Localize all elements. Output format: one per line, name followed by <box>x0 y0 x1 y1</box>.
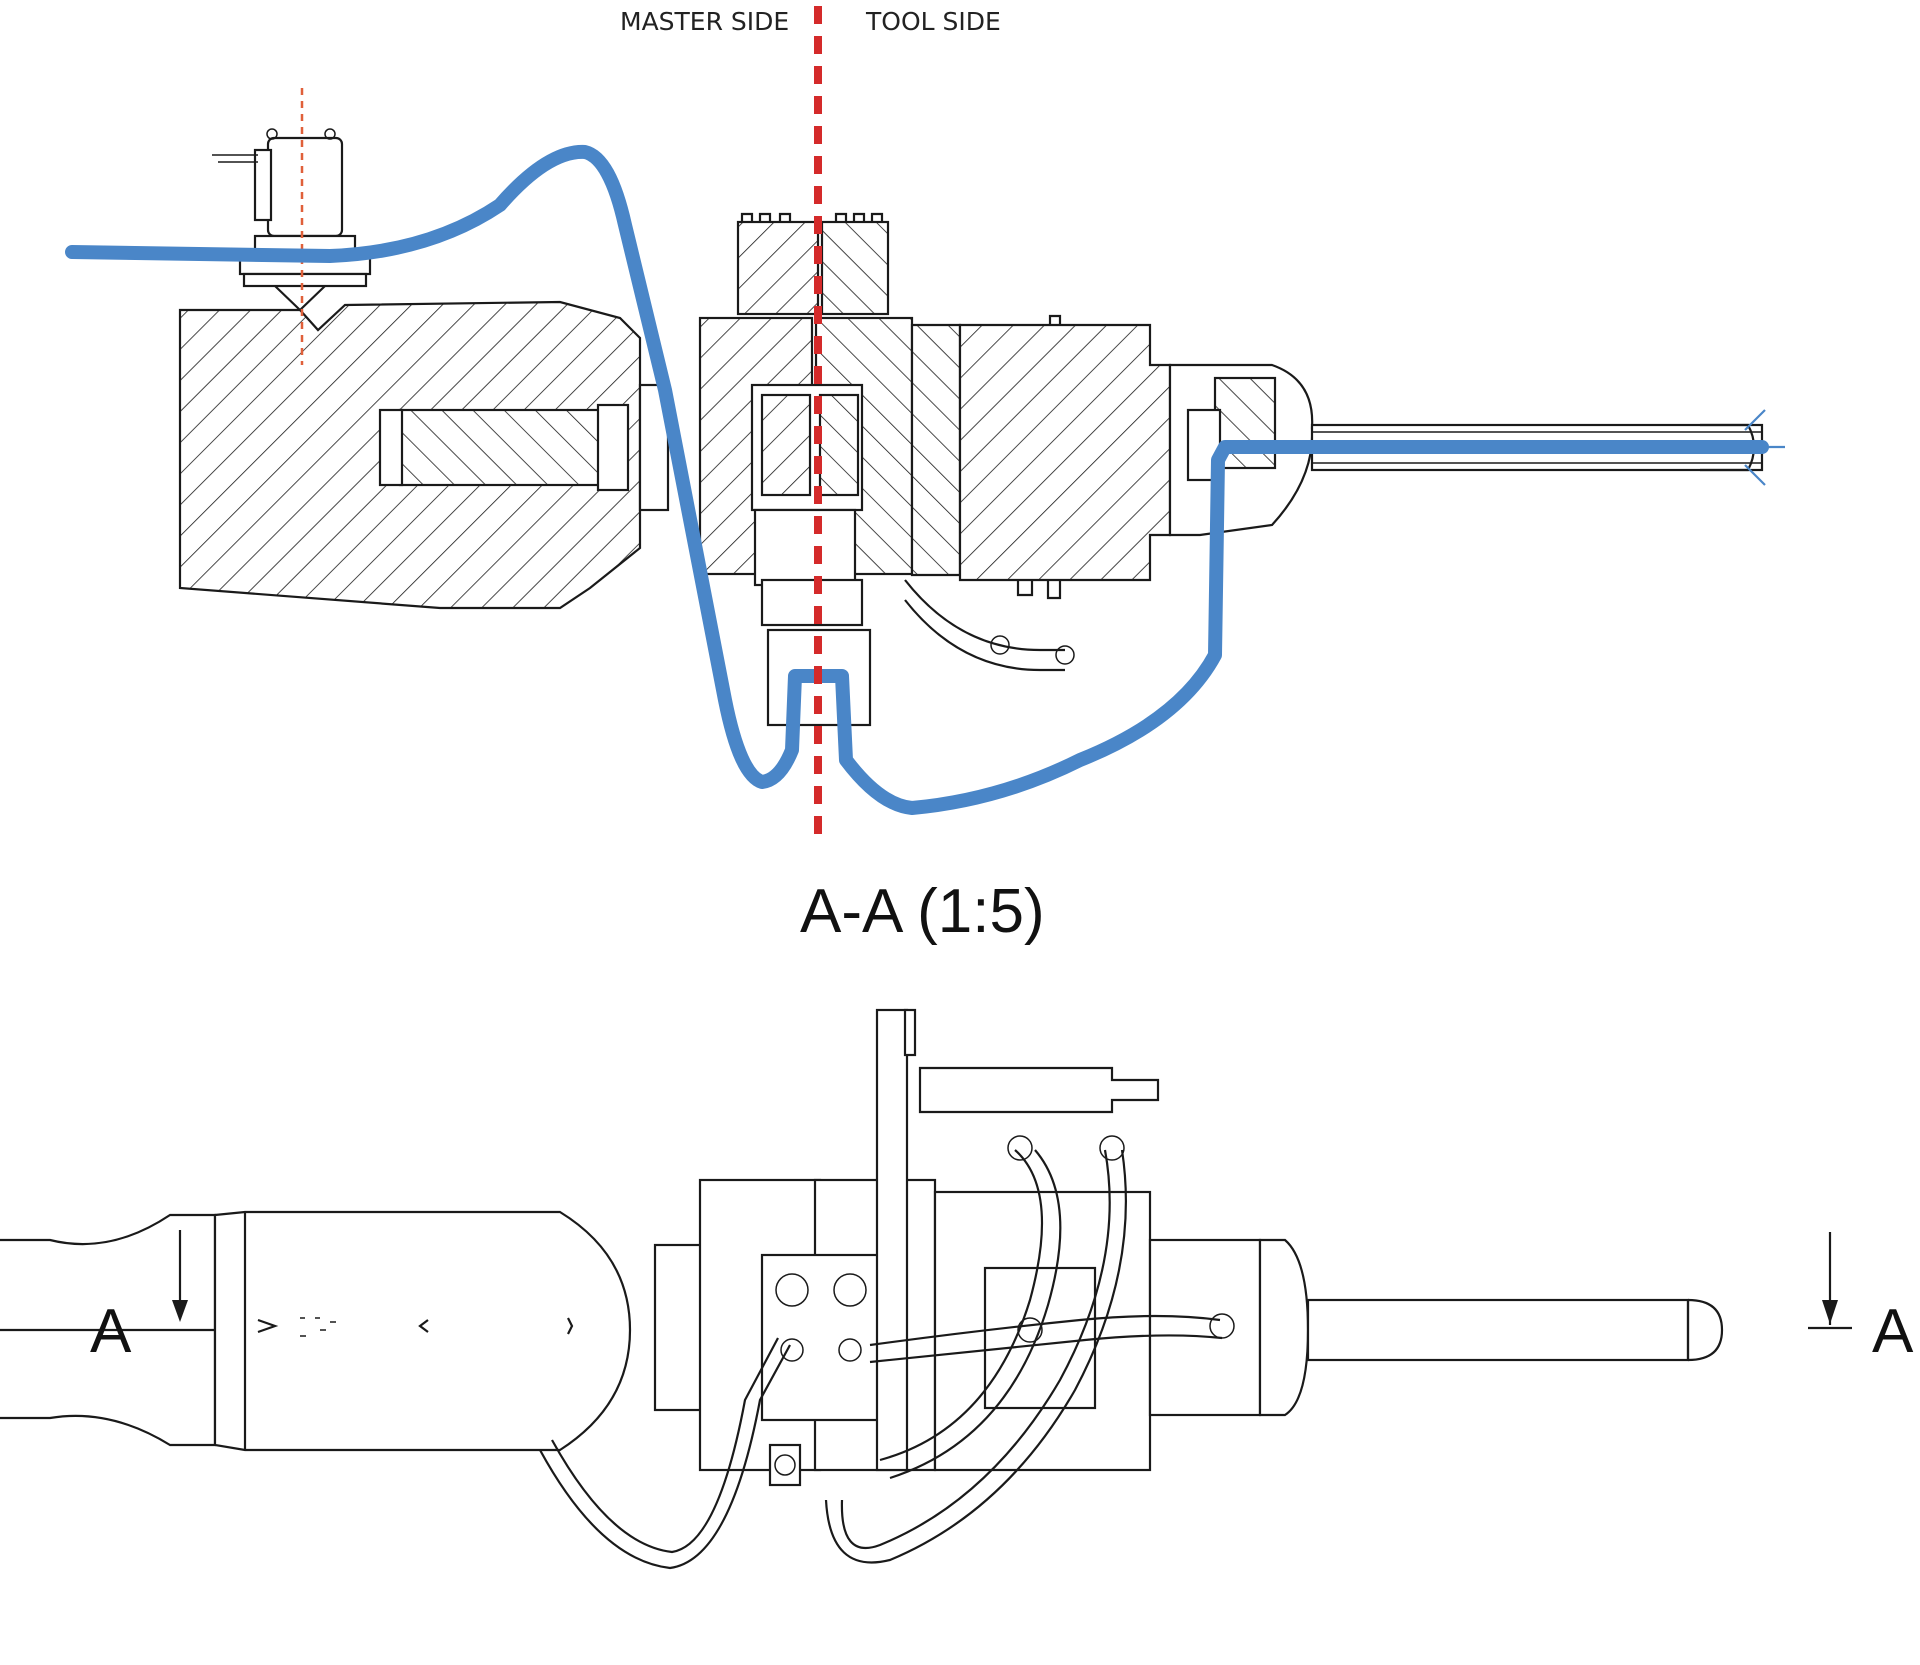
pin <box>918 1066 1160 1114</box>
master-side-label: MASTER SIDE <box>620 7 789 36</box>
nozzle-holder-ext <box>1258 1238 1310 1417</box>
tool-side-label: TOOL SIDE <box>865 7 1001 36</box>
robot-flange-housing <box>213 1210 632 1452</box>
section-title: A-A (1:5) <box>800 877 1045 946</box>
master-plate <box>653 1243 707 1412</box>
exterior-view: A A <box>0 1008 1914 1570</box>
air-flow-path <box>65 144 1769 815</box>
mounting-bar <box>875 1008 909 1472</box>
hose-2 <box>869 1314 1221 1347</box>
section-view: MASTER SIDE TOOL SIDE <box>65 6 1785 946</box>
tool-adapter-body <box>958 323 1172 582</box>
cut-label-left: A <box>90 1297 132 1366</box>
hose-3 <box>879 1149 1044 1462</box>
cut-label-right: A <box>1872 1297 1914 1366</box>
hose-4 <box>840 1149 1111 1550</box>
hose-1 <box>539 1344 791 1570</box>
tool-plate-body <box>910 323 962 577</box>
solenoid-valve <box>212 128 372 312</box>
nozzle-tube-ext <box>1306 1298 1690 1362</box>
flange-inner-block <box>398 408 602 487</box>
coupler-block <box>698 212 914 727</box>
